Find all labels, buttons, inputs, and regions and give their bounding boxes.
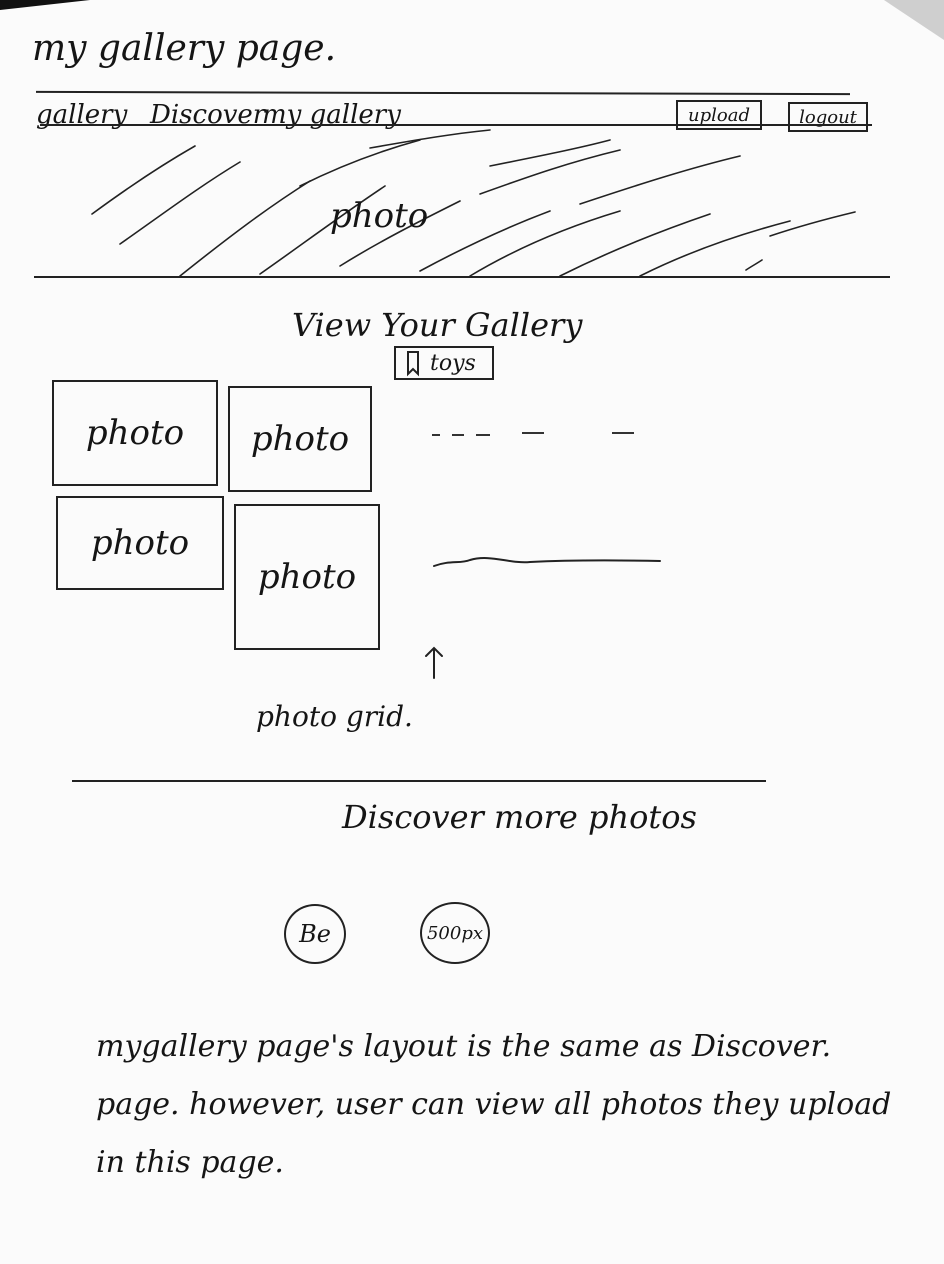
hero-bottom-border [34,276,890,278]
discover-heading: Discover more photos [342,798,697,836]
photo-tile-1[interactable]: photo [52,380,218,486]
placeholder-text-line [433,557,661,567]
tag-chip-toys[interactable]: toys [394,346,494,380]
upload-button-label: upload [688,104,750,126]
layout-note: mygallery page's layout is the same as D… [96,1018,936,1192]
500px-icon[interactable]: 500px [420,902,490,964]
upload-button[interactable]: upload [676,100,762,130]
photo-tile-label: photo [90,523,190,563]
layout-note-line: page. however, user can view all photos … [96,1087,892,1122]
placeholder-dash [432,434,440,436]
500px-icon-label: 500px [426,922,484,944]
hero-photo-label: photo [330,196,429,236]
gallery-bottom-border [72,780,766,782]
scan-corner-top-left [0,0,90,10]
hero-photo-hatching [91,129,856,277]
arrow-up-icon [425,646,443,679]
photo-tile-3[interactable]: photo [56,496,224,590]
placeholder-dash [452,434,464,436]
layout-note-line: mygallery page's layout is the same as D… [96,1029,832,1064]
tag-label: toys [430,350,476,376]
layout-note-line: in this page. [96,1145,284,1180]
placeholder-dash [522,432,544,434]
gallery-heading: View Your Gallery [292,306,583,344]
photo-tile-label: photo [250,419,350,459]
photo-tile-label: photo [85,413,185,453]
logout-button-label: logout [799,106,857,128]
photo-tile-label: photo [257,557,357,597]
navbar-bottom-border [40,124,872,126]
behance-icon-label: Be [299,920,331,948]
logout-button[interactable]: logout [788,102,868,132]
photo-tile-2[interactable]: photo [228,386,372,492]
navbar-top-border [35,90,851,96]
placeholder-dash [476,434,490,436]
page-title: my gallery page. [32,28,337,69]
placeholder-dash [612,432,634,434]
photo-tile-4[interactable]: photo [234,504,380,650]
grid-annotation: photo grid. [256,700,413,733]
scan-corner-top-right [884,0,944,40]
behance-icon[interactable]: Be [284,904,346,964]
tag-icon [407,351,419,377]
